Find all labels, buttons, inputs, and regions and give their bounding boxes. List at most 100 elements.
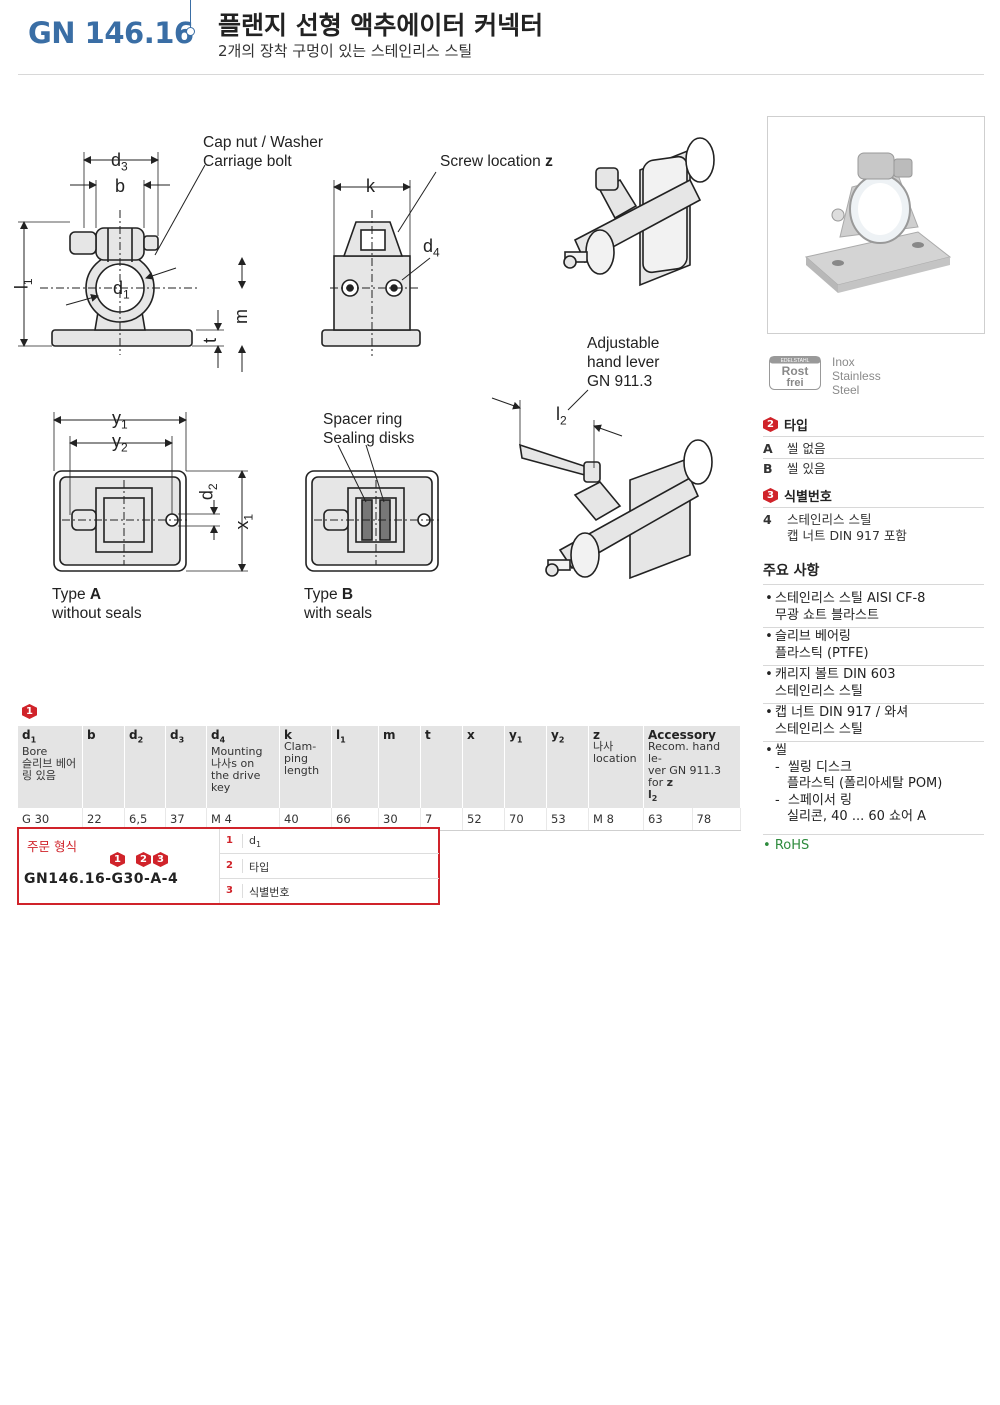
- cell-t: 7: [420, 808, 463, 832]
- note-bearing: •슬리브 베어링 플라스틱 (PTFE): [765, 629, 869, 661]
- product-photo: [767, 116, 985, 334]
- divider: [763, 458, 984, 459]
- dim-k: k: [366, 176, 375, 196]
- sealing-disks-label: Sealing disks: [323, 430, 415, 447]
- cell-x: 52: [462, 808, 505, 832]
- divider: [763, 703, 984, 704]
- type-section-title: 타입: [784, 419, 808, 434]
- col-d2: d2: [124, 726, 166, 809]
- col-b: b: [82, 726, 125, 809]
- page-subtitle: 2개의 장착 구멍이 있는 스테인리스 스틸: [218, 42, 473, 60]
- note-material: •스테인리스 스틸 AISI CF-8 무광 쇼트 블라스트: [765, 591, 926, 623]
- type-b-label: Type B: [304, 586, 354, 603]
- cap-nut-label: Cap nut / Washer: [203, 134, 324, 151]
- type-a-desc: without seals: [52, 605, 142, 622]
- badge-frei-text: frei: [786, 377, 803, 389]
- divider: [763, 834, 984, 835]
- header-connector-dot: [186, 27, 195, 36]
- inox-line-3: Steel: [832, 383, 860, 397]
- top-view-type-a-drawing: [53, 412, 248, 572]
- note-carriage-bolt: •캐리지 볼트 DIN 603 스테인리스 스틸: [765, 667, 896, 699]
- adjustable-label: Adjustable: [587, 335, 660, 352]
- isometric-view-with-lever-drawing: [491, 389, 713, 580]
- divider: [763, 584, 984, 585]
- id-item-4-detail: 캡 너트 DIN 917 포함: [787, 528, 907, 543]
- divider: [763, 627, 984, 628]
- dim-l1: l1: [11, 278, 36, 290]
- note-cap-nut: •캡 너트 DIN 917 / 와셔 스테인리스 스틸: [765, 705, 909, 737]
- technical-drawing: [18, 137, 715, 580]
- spacer-ring-label: Spacer ring: [323, 411, 403, 428]
- cell-y1: 70: [504, 808, 547, 832]
- cell-z: M 8: [588, 808, 644, 832]
- order-label: 주문 형식: [27, 839, 77, 854]
- marker-1-icon: 1: [22, 704, 37, 719]
- inox-label: Inox Stainless Steel: [832, 355, 881, 397]
- order-code: GN146.16-G30-A-4: [24, 871, 179, 887]
- product-code: GN 146.16: [28, 16, 194, 50]
- col-x: x: [462, 726, 505, 809]
- table-row: G 30 22 6,5 37 M 4 40 66 30 7 52 70 53 M…: [18, 808, 741, 832]
- cell-y2: 53: [546, 808, 589, 832]
- header-connector-line: [190, 0, 191, 28]
- top-view-type-b-drawing: [305, 444, 440, 572]
- stainless-badge-icon: EDELSTAHL Rost frei: [769, 356, 821, 390]
- type-b-desc: with seals: [304, 605, 373, 622]
- note-seals: •씰 - 씰링 디스크 플라스틱 (폴리아세탈 POM) - 스페이서 링 실리…: [765, 743, 943, 824]
- dim-d1: d1: [113, 278, 130, 302]
- dim-m: m: [231, 309, 251, 324]
- dim-t: t: [200, 337, 221, 344]
- dim-d3: d3: [111, 150, 128, 174]
- id-section-title: 식별번호: [784, 490, 832, 505]
- dim-b: b: [115, 176, 126, 196]
- page-title: 플랜지 선형 액추에이터 커넥터: [218, 11, 544, 40]
- col-l1: l1: [331, 726, 379, 809]
- id-section-heading: 3 식별번호: [763, 486, 832, 505]
- carriage-bolt-label: Carriage bolt: [203, 153, 292, 170]
- col-t: t: [420, 726, 463, 809]
- dim-y1: y1: [112, 408, 128, 432]
- dim-y2: y2: [112, 431, 128, 455]
- inox-line-2: Stainless: [832, 369, 881, 383]
- marker-3-icon: 3: [763, 488, 778, 503]
- isometric-view-drawing: [563, 137, 715, 287]
- dim-d4: d4: [423, 236, 440, 260]
- badge-top-text: EDELSTAHL: [781, 358, 810, 364]
- order-marker-3-icon: 3: [153, 852, 168, 867]
- divider: [763, 665, 984, 666]
- screw-location-label: Screw location z: [440, 153, 553, 170]
- type-a-label: Type A: [52, 586, 102, 603]
- product-photo-illustration: [804, 152, 952, 293]
- cell-l2: 78: [692, 808, 741, 832]
- col-d3: d3: [165, 726, 207, 809]
- divider: [763, 741, 984, 742]
- order-marker-1-icon: 1: [110, 852, 125, 867]
- dim-x1: x1: [232, 513, 256, 530]
- badge-rost-text: Rost: [782, 364, 809, 378]
- inox-line-1: Inox: [832, 355, 855, 369]
- front-view-drawing: [18, 152, 246, 372]
- divider: [763, 507, 984, 508]
- type-section-heading: 2 타입: [763, 415, 808, 434]
- marker-2-icon: 2: [763, 417, 778, 432]
- rohs-label: • RoHS: [763, 838, 810, 853]
- dim-l2: l2: [556, 404, 567, 428]
- dim-d2: d2: [196, 483, 221, 501]
- col-y2: y2: [546, 726, 589, 809]
- cell-accessory: 63: [643, 808, 693, 832]
- divider: [763, 436, 984, 437]
